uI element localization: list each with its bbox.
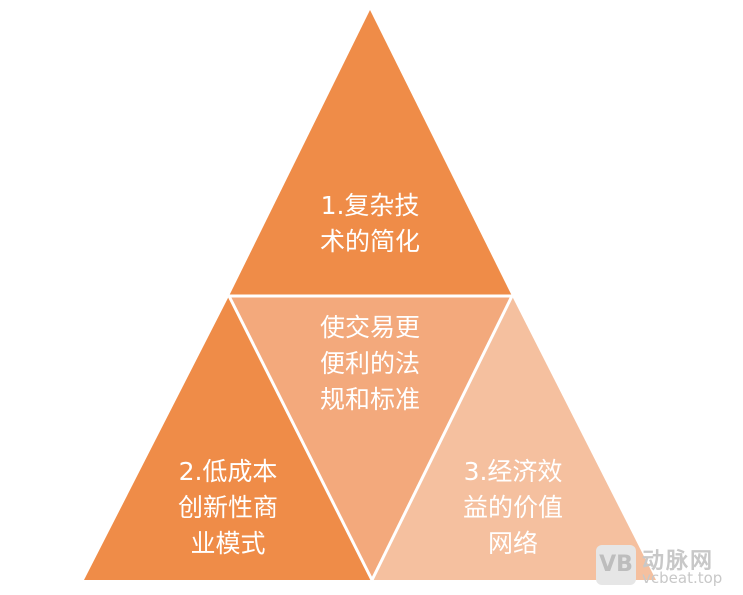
right-triangle: [372, 296, 656, 580]
left-label-line-2: 创新性商: [177, 493, 278, 522]
right-label-line-3: 网络: [487, 529, 538, 558]
right-label-line-1: 3.经济效: [463, 457, 563, 486]
watermark-brand: 动脉网: [642, 549, 715, 574]
watermark-url: vcbeat.top: [642, 569, 723, 587]
watermark-logo-icon: VB: [596, 545, 636, 585]
top-label-line-2: 术的简化: [319, 227, 420, 256]
top-label-line-1: 1.复杂技: [320, 191, 420, 220]
right-segment-label: 3.经济效 益的价值 网络: [443, 454, 583, 562]
center-segment-label: 使交易更 便利的法 规和标准: [300, 310, 440, 418]
center-label-line-2: 便利的法: [319, 349, 420, 378]
center-triangle: [229, 296, 512, 580]
top-triangle: [229, 10, 512, 296]
divider-left: [227, 295, 374, 581]
left-triangle: [84, 296, 372, 580]
top-segment-label: 1.复杂技 术的简化: [300, 188, 440, 260]
watermark: VB 动脉网 vcbeat.top: [596, 543, 741, 589]
center-label-line-3: 规和标准: [319, 385, 420, 414]
divider-right: [370, 295, 514, 581]
right-label-line-2: 益的价值: [462, 493, 563, 522]
left-label-line-1: 2.低成本: [178, 457, 278, 486]
left-segment-label: 2.低成本 创新性商 业模式: [158, 454, 298, 562]
left-label-line-3: 业模式: [190, 529, 266, 558]
center-label-line-1: 使交易更: [319, 313, 420, 342]
